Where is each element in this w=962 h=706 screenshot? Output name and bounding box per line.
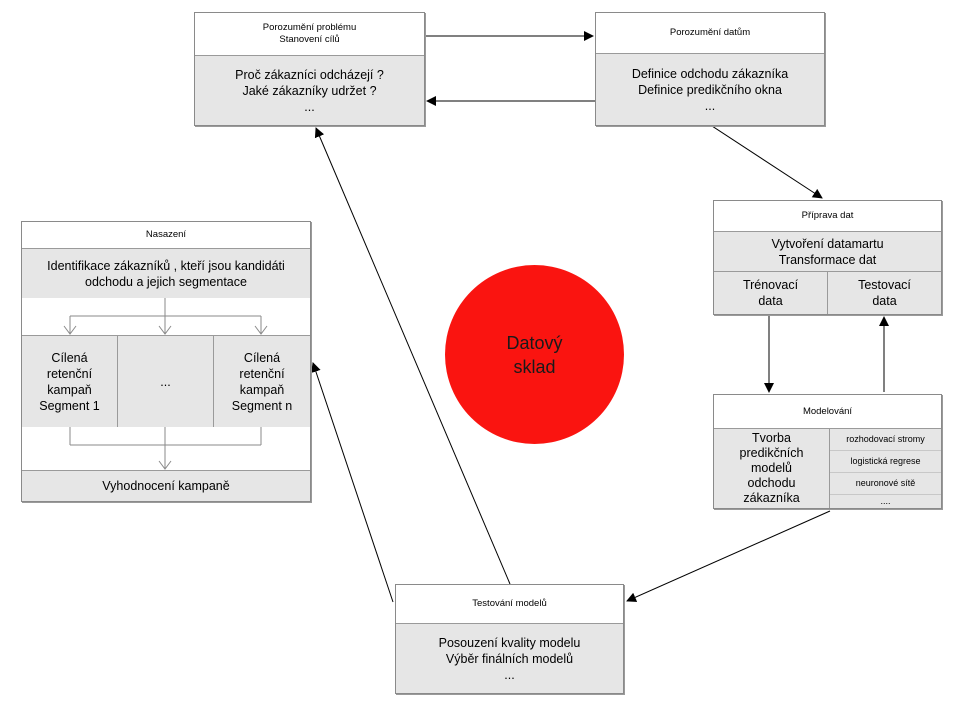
deployment-box: Nasazení Identifikace zákazníků , kteří … xyxy=(21,221,311,502)
cell-line: modelů xyxy=(751,461,792,475)
test-data-cell: Testovací data xyxy=(828,271,941,314)
cell-line: Tvorba xyxy=(752,431,791,445)
segment-n-campaign: Cílená retenční kampaň Segment n xyxy=(214,335,310,427)
modeling-title: Modelování xyxy=(714,395,941,428)
cell-line: Segment 1 xyxy=(39,398,100,413)
data-preparation-body: Vytvoření datamartu Transformace dat xyxy=(714,231,941,271)
data-understanding-body: Definice odchodu zákazníka Definice pred… xyxy=(596,53,824,125)
business-understanding-box: Porozumění problému Stanovení cílů Proč … xyxy=(194,12,425,126)
modeling-box: Modelování Tvorba predikčních modelů odc… xyxy=(713,394,942,509)
body-line: ... xyxy=(704,98,716,113)
evaluation-body: Posouzení kvality modelu Výběr finálních… xyxy=(396,623,623,693)
campaign-evaluation: Vyhodnocení kampaně xyxy=(22,470,310,501)
cell-line: retenční xyxy=(46,366,93,381)
data-understanding-box: Porozumění datům Definice odchodu zákazn… xyxy=(595,12,825,126)
circle-line: sklad xyxy=(513,356,556,377)
cell-line: kampaň xyxy=(239,382,285,397)
training-data-cell: Trénovací data xyxy=(714,271,828,314)
business-understanding-title: Porozumění problému Stanovení cílů xyxy=(195,13,424,55)
body-line: Proč zákazníci odcházejí ? xyxy=(235,67,384,82)
data-preparation-title: Příprava dat xyxy=(714,201,941,231)
cell-line: kampaň xyxy=(47,382,92,397)
body-line: Transformace dat xyxy=(778,252,877,267)
deployment-title: Nasazení xyxy=(22,222,310,248)
method-neural-networks: neuronové sítě xyxy=(830,472,941,494)
arrow-evaluation-to-deployment xyxy=(311,362,394,603)
segment-1-campaign: Cílená retenční kampaň Segment 1 xyxy=(22,335,118,427)
method-more: .... xyxy=(830,494,941,508)
segment-middle-placeholder: ... xyxy=(118,335,214,427)
cell-line: Cílená xyxy=(51,350,88,365)
body-line: Identifikace zákazníků , kteří jsou kand… xyxy=(47,258,285,273)
cell-line: data xyxy=(872,294,897,308)
evaluation-title: Testování modelů xyxy=(396,585,623,623)
title-line: Porozumění problému xyxy=(262,22,357,33)
body-line: Definice odchodu zákazníka xyxy=(631,66,789,81)
cell-line: data xyxy=(758,294,783,308)
data-warehouse-circle: Datový sklad xyxy=(445,265,624,444)
body-line: ... xyxy=(504,667,515,682)
arrow-modeling-to-evaluation xyxy=(626,510,831,602)
cell-line: Segment n xyxy=(231,398,293,413)
cell-line: retenční xyxy=(239,366,285,381)
data-understanding-title: Porozumění datům xyxy=(596,13,824,53)
circle-line: Datový xyxy=(506,332,563,353)
body-line: odchodu a jejich segmentace xyxy=(85,274,247,289)
body-line: Jaké zákazníky udržet ? xyxy=(242,83,377,98)
arrow-data-to-preparation xyxy=(711,125,823,199)
body-line: ... xyxy=(304,99,315,114)
cell-line: Cílená xyxy=(243,350,281,365)
cell-line: Trénovací xyxy=(742,278,799,292)
deployment-identification: Identifikace zákazníků , kteří jsou kand… xyxy=(22,248,310,298)
title-line: Stanovení cílů xyxy=(279,34,340,45)
method-logistic-regression: logistická regrese xyxy=(830,450,941,472)
body-line: Definice predikčního okna xyxy=(638,82,782,97)
evaluation-box: Testování modelů Posouzení kvality model… xyxy=(395,584,624,694)
arrow-evaluation-to-business xyxy=(314,127,511,585)
data-preparation-box: Příprava dat Vytvoření datamartu Transfo… xyxy=(713,200,942,315)
cell-line: predikčních xyxy=(739,446,804,460)
deployment-fanout xyxy=(63,297,268,470)
method-decision-trees: rozhodovací stromy xyxy=(830,428,941,450)
cell-line: odchodu xyxy=(747,476,796,490)
body-line: Posouzení kvality modelu xyxy=(438,635,581,650)
modeling-main-cell: Tvorba predikčních modelů odchodu zákazn… xyxy=(714,428,830,508)
business-understanding-body: Proč zákazníci odcházejí ? Jaké zákazník… xyxy=(195,55,424,125)
body-line: Vytvoření datamartu xyxy=(771,236,884,251)
cell-line: Testovací xyxy=(858,278,911,292)
body-line: Výběr finálních modelů xyxy=(445,651,574,666)
cell-line: zákazníka xyxy=(743,491,800,505)
